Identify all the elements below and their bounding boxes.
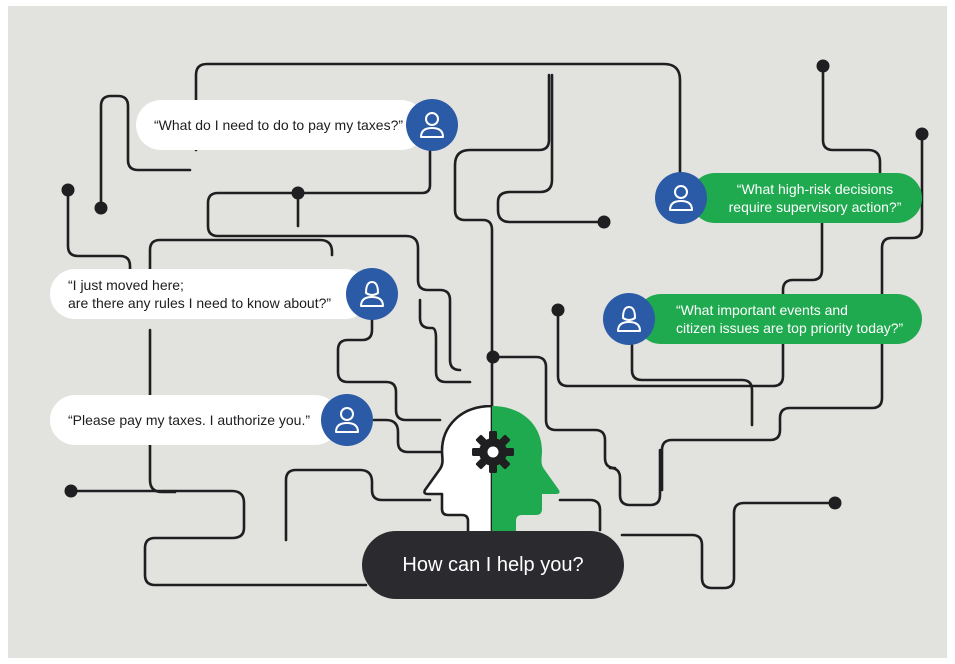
citizen-avatar <box>346 268 398 320</box>
question-text: “What important events and citizen issue… <box>676 302 904 336</box>
question-bubble-taxes: “What do I need to do to pay my taxes?” <box>136 100 426 150</box>
question-bubble-authorize: “Please pay my taxes. I authorize you.” <box>50 395 340 445</box>
assistant-greeting-bubble: How can I help you? <box>362 531 624 599</box>
question-text: “What do I need to do to pay my taxes?” <box>154 117 404 133</box>
question-bubble-high-risk: “What high-risk decisions require superv… <box>690 173 922 223</box>
question-bubble-rules: “I just moved here; are there any rules … <box>50 269 370 319</box>
official-avatar <box>603 293 655 345</box>
citizen-avatar <box>321 394 373 446</box>
question-text: “Please pay my taxes. I authorize you.” <box>68 412 310 428</box>
citizen-avatar <box>406 99 458 151</box>
assistant-greeting-text: How can I help you? <box>402 553 584 576</box>
person-outline-icon <box>669 185 693 211</box>
person-female-outline-icon <box>617 306 641 332</box>
person-outline-icon <box>335 407 359 433</box>
question-bubble-priority: “What important events and citizen issue… <box>636 294 922 344</box>
gear-icon <box>472 431 514 473</box>
question-text: “What high-risk decisions require superv… <box>728 181 902 215</box>
person-outline-icon <box>420 112 444 138</box>
person-female-outline-icon <box>360 281 384 307</box>
official-avatar <box>655 172 707 224</box>
question-text: “I just moved here; are there any rules … <box>68 277 332 311</box>
